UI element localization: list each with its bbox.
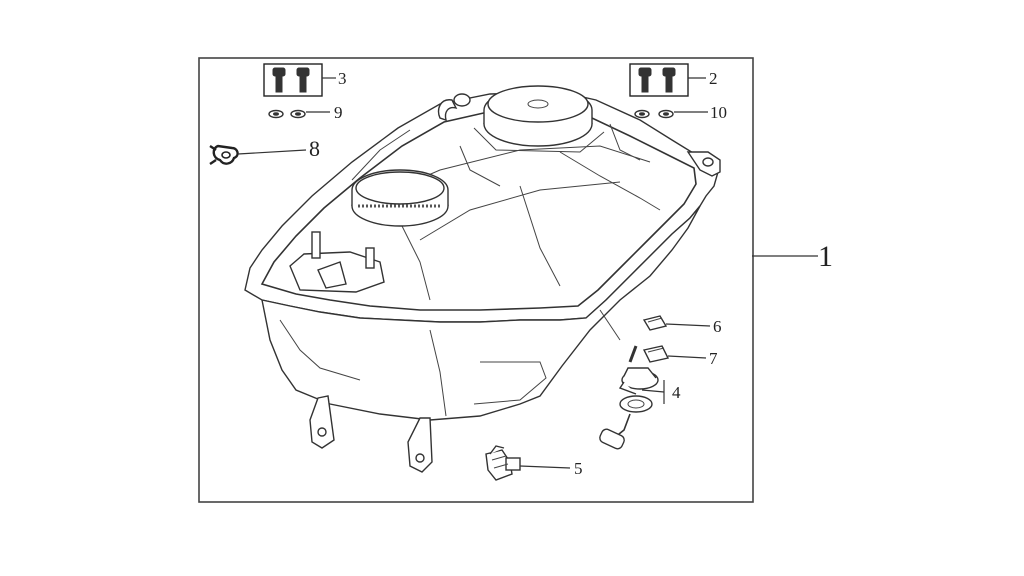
callout-3: 3 bbox=[338, 69, 347, 88]
callout-4: 4 bbox=[672, 383, 681, 402]
bolt-pair-icon[interactable] bbox=[263, 63, 323, 97]
hose-clip-icon[interactable] bbox=[642, 315, 668, 331]
callout-5: 5 bbox=[574, 459, 583, 478]
fuel-valve-icon[interactable] bbox=[485, 445, 521, 481]
diagram-frame bbox=[198, 57, 754, 503]
callout-10: 10 bbox=[710, 103, 727, 122]
hose-clip-icon[interactable] bbox=[642, 345, 670, 363]
leader-lines bbox=[237, 77, 818, 469]
fuel-gauge-sender-icon[interactable] bbox=[598, 345, 659, 450]
callout-7: 7 bbox=[709, 349, 718, 368]
callout-6: 6 bbox=[713, 317, 722, 336]
hose-clamp-icon[interactable] bbox=[209, 144, 239, 165]
callout-8: 8 bbox=[309, 136, 320, 161]
callout-2: 2 bbox=[709, 69, 718, 88]
bolt-pair-icon[interactable] bbox=[629, 63, 689, 97]
callout-1: 1 bbox=[818, 240, 833, 273]
washer-pair-icon[interactable] bbox=[634, 109, 674, 119]
callout-9: 9 bbox=[334, 103, 343, 122]
fuel-tank-icon[interactable] bbox=[244, 85, 721, 473]
washer-pair-icon[interactable] bbox=[268, 109, 306, 119]
